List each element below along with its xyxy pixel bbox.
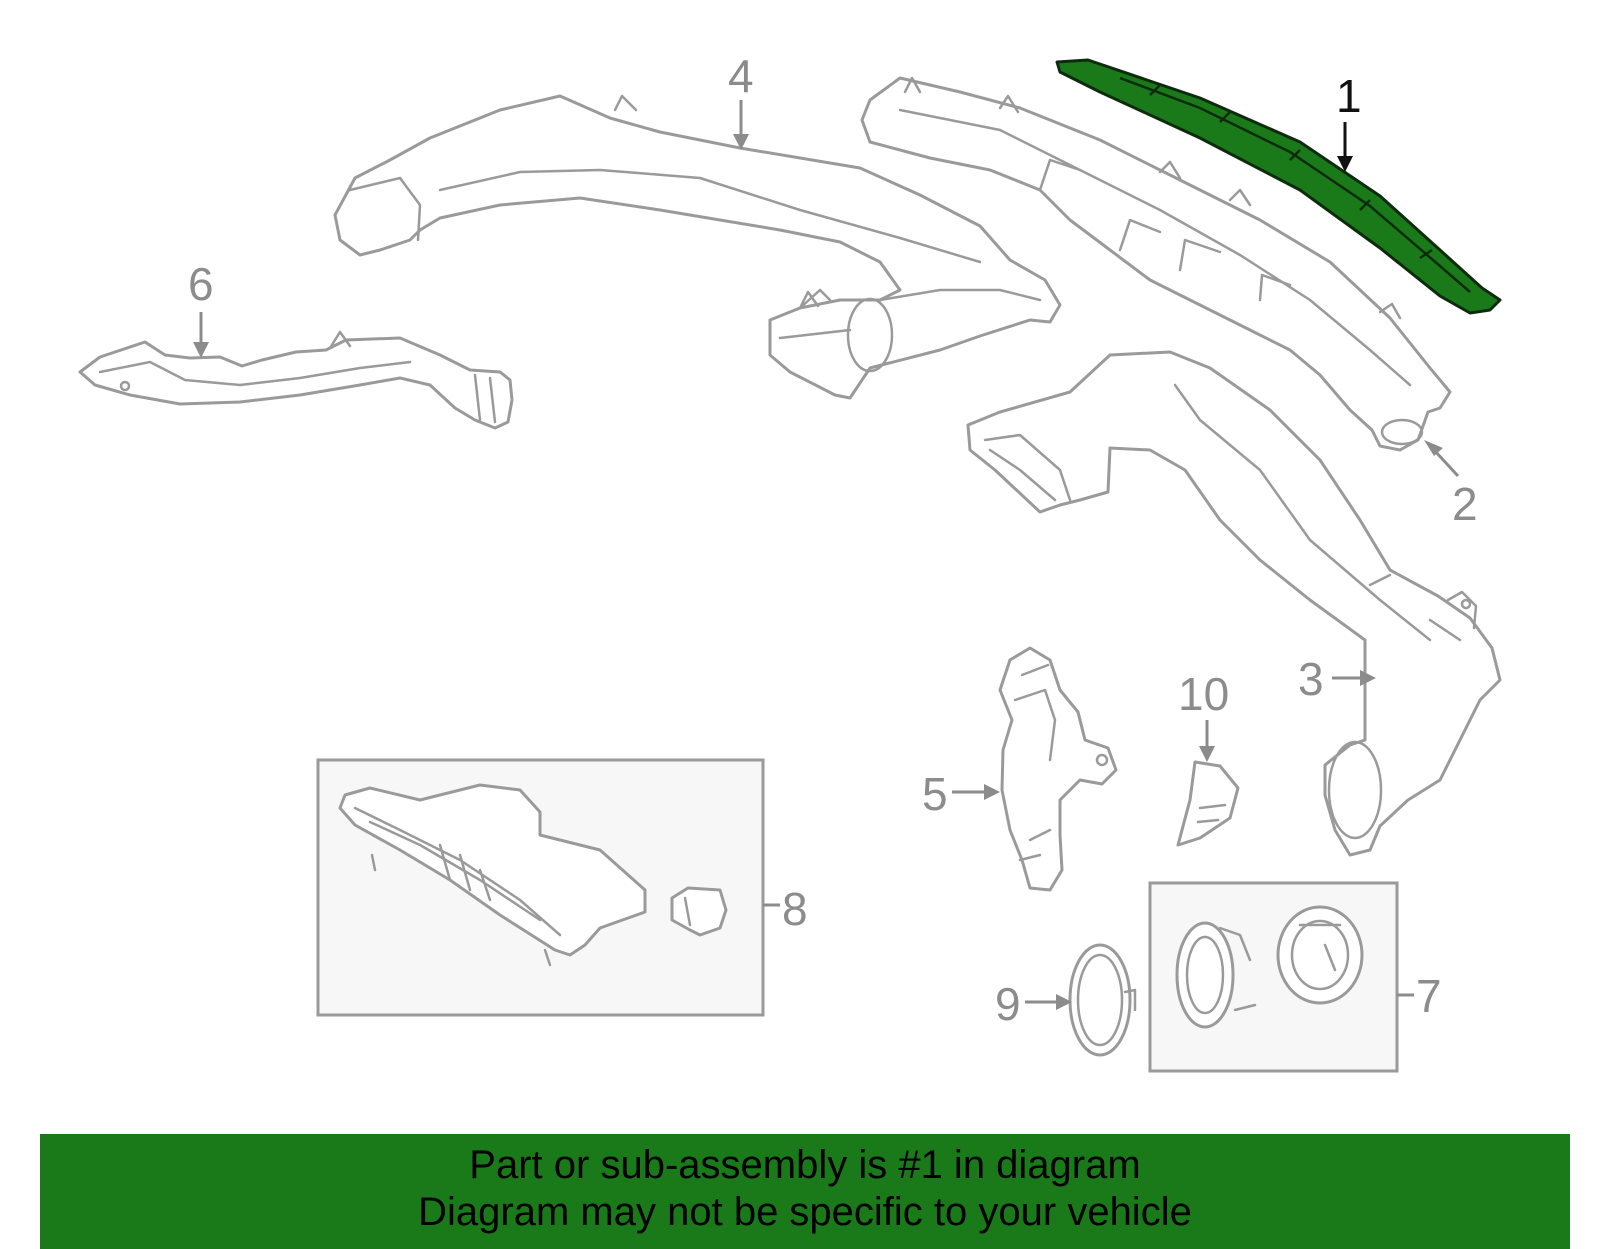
part-3-side-duct[interactable]	[966, 350, 1502, 857]
part-1-defroster-duct[interactable]	[1055, 58, 1502, 315]
part-7-vent-rings[interactable]	[1175, 905, 1364, 1029]
callout-6-label: 6	[188, 258, 214, 310]
part-8-vent-assembly[interactable]	[338, 783, 728, 967]
callout-2-arrowhead	[1424, 440, 1443, 456]
callout-9-arrowhead	[1056, 994, 1072, 1010]
part-6-left-duct[interactable]	[78, 330, 514, 430]
part-9-ring[interactable]	[1068, 943, 1137, 1057]
callout-3-arrowhead	[1360, 670, 1376, 686]
part-2-center-duct[interactable]	[860, 76, 1452, 452]
callout-5-label: 5	[922, 768, 948, 820]
callout-7-label: 7	[1416, 970, 1442, 1022]
callout-9-label: 9	[995, 978, 1021, 1030]
part-5-vertical-duct[interactable]	[998, 646, 1118, 892]
callout-10-label: 10	[1178, 668, 1229, 720]
callout-2-label: 2	[1452, 478, 1478, 530]
callout-1-arrowhead	[1337, 156, 1353, 172]
part-4-upper-duct[interactable]	[333, 94, 1062, 400]
callout-2-leader	[1432, 448, 1460, 478]
banner-line-1: Part or sub-assembly is #1 in diagram	[469, 1143, 1141, 1187]
callout-4-arrowhead	[733, 134, 749, 150]
callout-5-arrowhead	[984, 784, 1000, 800]
part-10-trim[interactable]	[1176, 760, 1240, 847]
callout-3-label: 3	[1298, 653, 1324, 705]
banner-line-2: Diagram may not be specific to your vehi…	[418, 1190, 1192, 1234]
callout-6-arrowhead	[193, 342, 209, 358]
info-banner: Part or sub-assembly is #1 in diagram Di…	[40, 1134, 1570, 1249]
callout-4-label: 4	[728, 50, 754, 102]
callout-1-label: 1	[1336, 70, 1362, 122]
parts-diagram: 1 2 3 4 5 6 7 8 9 10	[78, 50, 1502, 1073]
callout-10-arrowhead	[1199, 746, 1215, 762]
callout-8-label: 8	[782, 883, 808, 935]
